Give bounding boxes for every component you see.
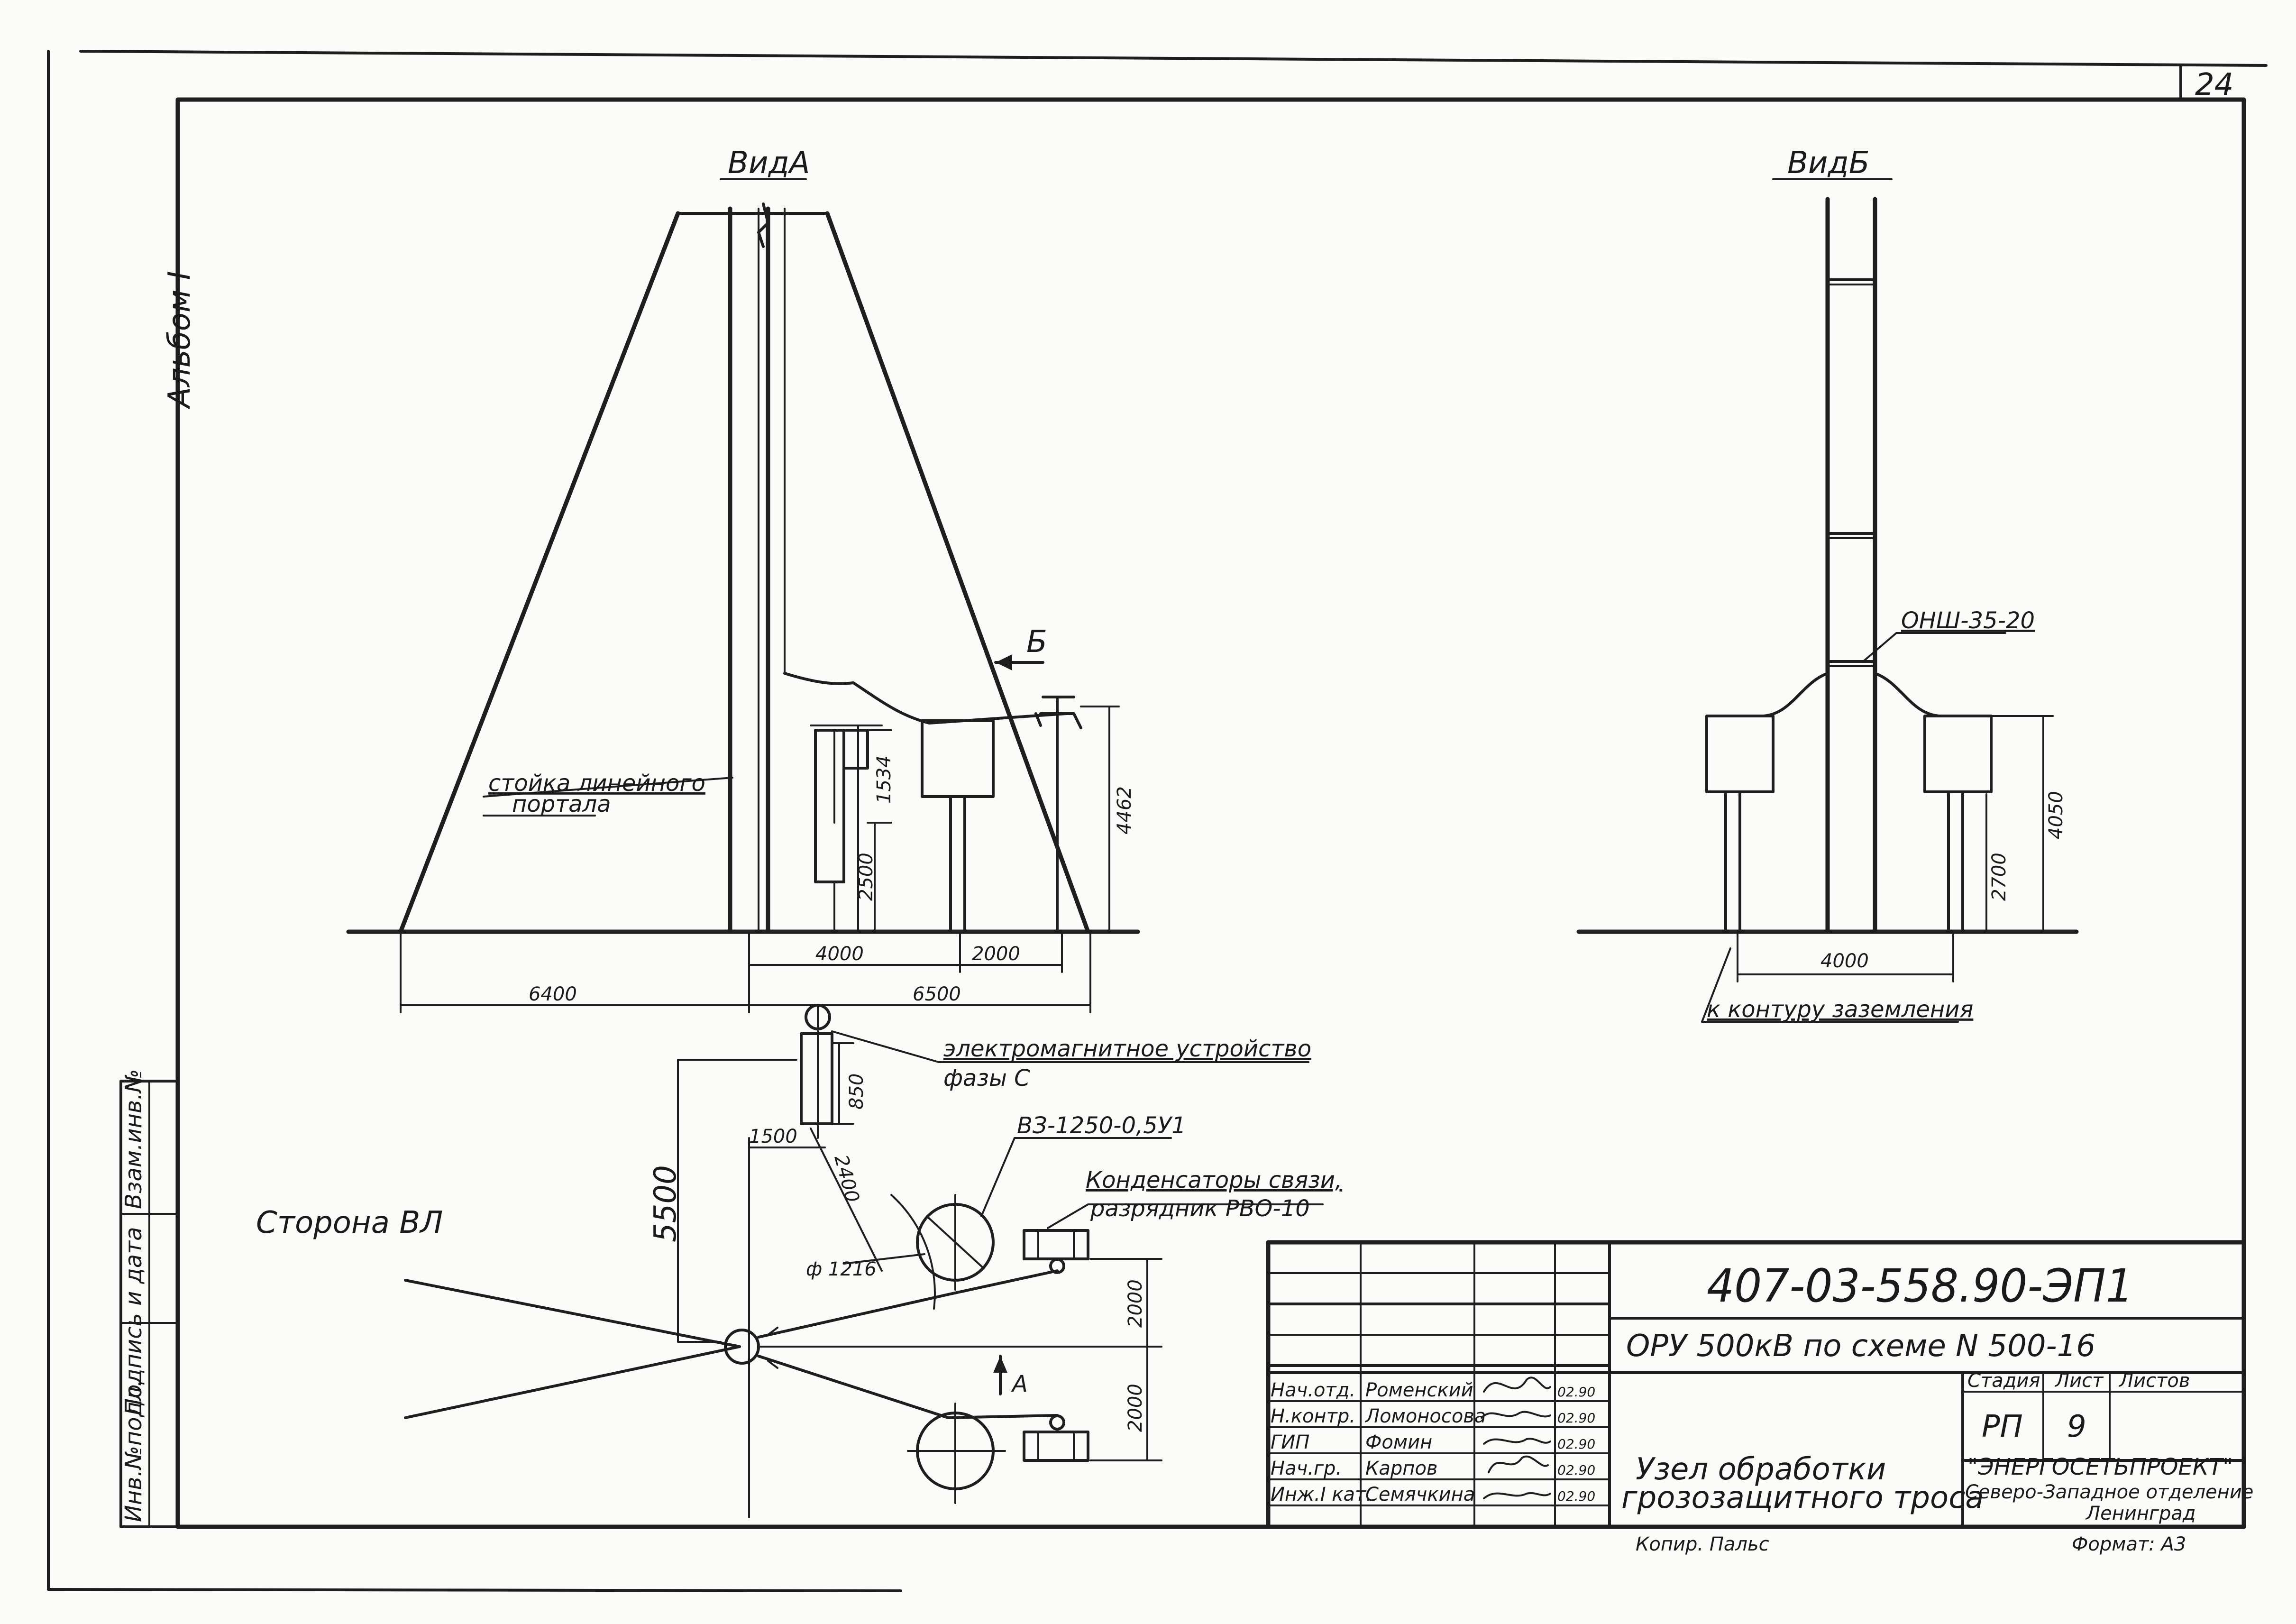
title-doc-number: 407-03-558.90-ЭП1 (1707, 1259, 2133, 1312)
page-number: 24 (2195, 67, 2233, 102)
view-a-dim-6500: 6500 (913, 983, 961, 1005)
title-block (1266, 1240, 2246, 1529)
view-b (1576, 178, 2079, 1023)
view-a-dim-2500: 2500 (855, 853, 877, 901)
plan-dim-1500: 1500 (749, 1126, 797, 1147)
signature-date: 02.90 (1557, 1410, 1595, 1426)
plan-capacitors-label-2: разрядник РВО-10 (1090, 1195, 1310, 1222)
signature-row: Инж.I кат. Семячкина 02.90 (1271, 1484, 1595, 1505)
signature-role: Нач.гр. (1271, 1458, 1342, 1479)
plan-capacitors-label-1: Конденсаторы связи, (1086, 1167, 1342, 1193)
view-a-dim-1534: 1534 (873, 755, 895, 804)
signature-role: Н.контр. (1271, 1405, 1355, 1427)
plan-view-arrow-label: А (1011, 1371, 1028, 1397)
view-b-ground-label: к контуру заземления (1707, 996, 1973, 1023)
signature-name: Роменский (1365, 1379, 1473, 1401)
signature-row: Нач.гр. Карпов 02.90 (1271, 1455, 1595, 1479)
signature-row: Нач.отд. Роменский 02.90 (1271, 1376, 1595, 1401)
view-a-dim-6400: 6400 (529, 983, 577, 1005)
view-b-dim-2700: 2700 (1988, 853, 2010, 901)
view-a-dim-4462: 4462 (1114, 786, 1135, 835)
title-project: ОРУ 500кВ по схеме N 500-16 (1626, 1329, 2095, 1364)
view-a-dim-4000: 4000 (815, 943, 864, 965)
plan-dim-850: 850 (846, 1073, 868, 1110)
view-a-dim-2000: 2000 (972, 943, 1020, 965)
signature-date: 02.90 (1557, 1384, 1595, 1400)
title-drawing-line-2: грозозащитного троса (1621, 1480, 1984, 1515)
view-a-portal-label-2: портала (512, 791, 611, 817)
view-a (346, 178, 1140, 1013)
side-stamp-inv-podl: Инв.№подл. (120, 1379, 147, 1522)
signature-name: Фомин (1365, 1431, 1432, 1453)
plan-em-label-1: электромагнитное устройство (943, 1036, 1311, 1062)
signature-name: Семячкина (1365, 1484, 1475, 1505)
album-label: Альбом I (162, 271, 197, 410)
plan-em-label-2: фазы С (943, 1065, 1030, 1092)
signature-name: Ломоносова (1364, 1405, 1486, 1427)
signature-role: Инж.I кат. (1271, 1484, 1372, 1505)
title-drawing-line-1: Узел обработки (1636, 1452, 1886, 1487)
side-stamp-vzam: Взам.инв.№ (120, 1069, 147, 1209)
signature-name: Карпов (1365, 1458, 1438, 1479)
plan-dim-phi: ф 1216 (806, 1258, 877, 1280)
plan-view (404, 1004, 1324, 1518)
side-stamp-signature: Подпись и дата (120, 1227, 147, 1415)
title-org-line-3: Ленинград (2085, 1503, 2196, 1524)
side-stamp (119, 1080, 179, 1528)
title-copied: Копир. Пальс (1636, 1533, 1769, 1555)
title-stage-header: Стадия (1967, 1370, 2040, 1392)
signature-role: ГИП (1271, 1431, 1309, 1453)
title-format: Формат: А3 (2072, 1533, 2186, 1555)
plan-line-side-label: Сторона ВЛ (256, 1205, 443, 1240)
signature-role: Нач.отд. (1271, 1379, 1355, 1401)
plan-dim-2000-upper: 2000 (1125, 1279, 1146, 1328)
signature-row: ГИП Фомин 02.90 (1271, 1431, 1595, 1453)
signature-table: Нач.отд. Роменский 02.90 Н.контр. Ломоно… (1271, 1376, 1595, 1505)
title-sheet: 9 (2067, 1409, 2086, 1444)
view-b-dim-4000: 4000 (1820, 950, 1869, 972)
title-stage: РП (1982, 1409, 2023, 1444)
title-org-line-2: Северо-Западное отделение (1965, 1481, 2253, 1503)
view-a-section-marker: Б (1026, 624, 1047, 660)
title-org-line-1: "ЭНЕРГОСЕТЬПРОЕКТ" (1967, 1454, 2233, 1480)
signature-date: 02.90 (1557, 1436, 1595, 1452)
signature-date: 02.90 (1557, 1462, 1595, 1478)
title-sheets-header: Листов (2118, 1370, 2190, 1392)
plan-dim-5500: 5500 (648, 1165, 683, 1242)
plan-dim-2000-lower: 2000 (1125, 1384, 1146, 1432)
title-sheet-header: Лист (2054, 1370, 2104, 1392)
view-b-dim-4050: 4050 (2045, 791, 2067, 839)
view-b-clamp-label: ОНШ-35-20 (1901, 607, 2035, 634)
view-a-title: ВидА (728, 146, 810, 181)
sheet-frame (47, 50, 2268, 1592)
view-b-title: ВидБ (1787, 146, 1870, 181)
signature-date: 02.90 (1557, 1488, 1595, 1504)
view-a-portal-label-1: стойка линейного (488, 770, 705, 797)
signature-row: Н.контр. Ломоносова 02.90 (1271, 1405, 1595, 1427)
plan-switch-label: ВЗ-1250-0,5У1 (1017, 1112, 1186, 1139)
